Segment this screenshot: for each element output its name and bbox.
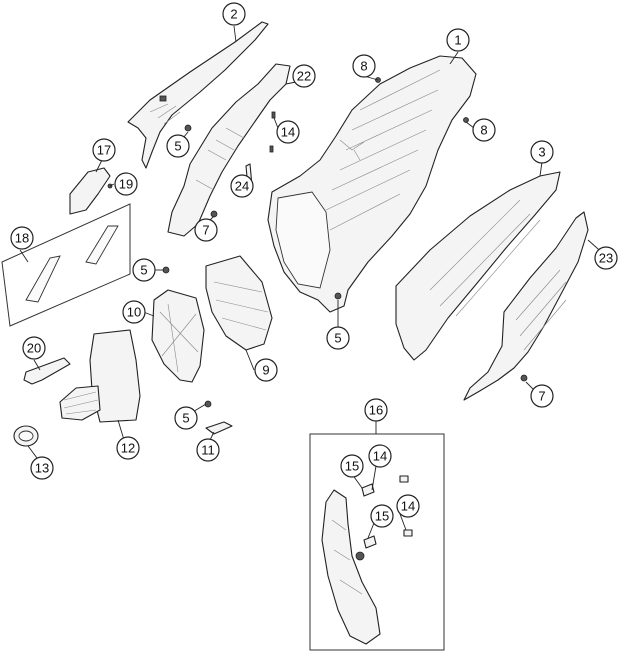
callout-15b: 15 — [370, 504, 394, 528]
part-10-filter-cage — [151, 289, 205, 383]
callout-23: 23 — [594, 246, 618, 270]
leader-lines — [19, 25, 607, 539]
callout-10: 10 — [122, 300, 146, 324]
callout-15a-label: 15 — [345, 459, 359, 474]
callout-11: 11 — [196, 438, 220, 462]
callout-3-label: 3 — [538, 145, 545, 160]
callout-20-label: 20 — [27, 341, 41, 356]
callout-9-label: 9 — [262, 363, 269, 378]
callout-18: 18 — [10, 226, 34, 250]
callout-12: 12 — [116, 436, 140, 460]
callout-17-label: 17 — [97, 143, 111, 158]
callout-1: 1 — [446, 28, 470, 52]
callout-10-label: 10 — [127, 305, 141, 320]
callout-16: 16 — [364, 398, 388, 422]
callout-5a: 5 — [166, 134, 190, 158]
callout-11-label: 11 — [201, 443, 215, 458]
callout-14c-label: 14 — [401, 499, 415, 514]
part-20-connector — [23, 357, 71, 385]
part-17-bracket — [69, 167, 111, 215]
callout-12-label: 12 — [121, 441, 135, 456]
callout-18-label: 18 — [15, 231, 29, 246]
callout-15b-label: 15 — [375, 509, 389, 524]
callout-5b: 5 — [132, 258, 156, 282]
callout-22-label: 22 — [297, 69, 311, 84]
callout-14b-label: 14 — [373, 449, 387, 464]
callout-15a: 15 — [340, 454, 364, 478]
callout-24: 24 — [230, 174, 254, 198]
callout-2: 2 — [222, 2, 246, 26]
callout-5c: 5 — [326, 326, 350, 350]
part-1-air-filter-box — [267, 55, 477, 313]
callout-7a: 7 — [194, 218, 218, 242]
callout-5a-label: 5 — [174, 139, 181, 154]
callout-5b-label: 5 — [140, 263, 147, 278]
callout-14b: 14 — [368, 444, 392, 468]
callout-14a-label: 14 — [281, 125, 295, 140]
part-12-collar — [59, 329, 141, 423]
callout-13: 13 — [30, 456, 54, 480]
part-16-kit — [309, 433, 445, 651]
callout-1-label: 1 — [454, 33, 461, 48]
part-11-clip — [205, 421, 233, 435]
callout-14c: 14 — [396, 494, 420, 518]
callout-3: 3 — [530, 140, 554, 164]
callout-22: 22 — [292, 64, 316, 88]
callout-9: 9 — [254, 358, 278, 382]
callout-20: 20 — [22, 336, 46, 360]
part-13-clamp — [13, 425, 39, 447]
callout-13-label: 13 — [35, 461, 49, 476]
part-2-side-trim — [127, 21, 269, 169]
callout-8a-label: 8 — [360, 59, 367, 74]
callout-19: 19 — [114, 172, 138, 196]
callout-5d: 5 — [174, 406, 198, 430]
part-22-cover-strip — [167, 63, 291, 237]
callout-17: 17 — [92, 138, 116, 162]
callout-14a: 14 — [276, 120, 300, 144]
callout-5c-label: 5 — [334, 331, 341, 346]
callout-8b-label: 8 — [480, 123, 487, 138]
part-3-side-panel — [395, 171, 561, 361]
callout-24-label: 24 — [235, 179, 249, 194]
callout-2-label: 2 — [230, 7, 237, 22]
callout-7a-label: 7 — [202, 223, 209, 238]
part-18-decal-set — [1, 203, 131, 327]
callout-16-label: 16 — [369, 403, 383, 418]
callout-5d-label: 5 — [182, 411, 189, 426]
callout-7b-label: 7 — [538, 389, 545, 404]
callout-19-label: 19 — [119, 177, 133, 192]
callout-8a: 8 — [352, 54, 376, 78]
callout-23-label: 23 — [599, 251, 613, 266]
callout-7b: 7 — [530, 384, 554, 408]
callout-8b: 8 — [472, 118, 496, 142]
part-23-side-panel-inner — [463, 211, 589, 401]
part-9-air-filter — [205, 255, 273, 351]
